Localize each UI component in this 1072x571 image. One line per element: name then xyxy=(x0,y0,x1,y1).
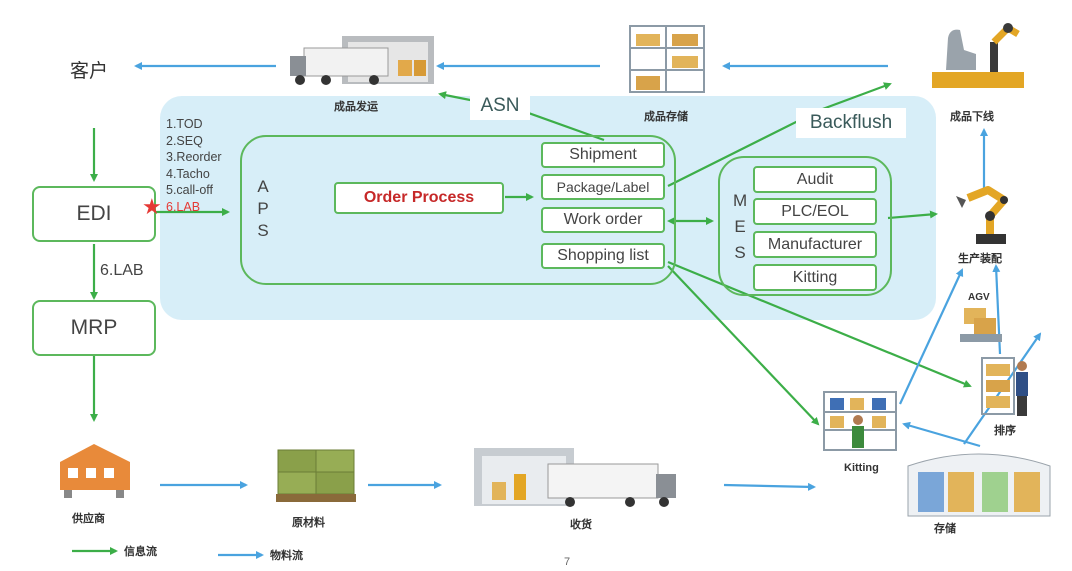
mes-letter: S xyxy=(734,243,746,262)
shopping-to-sequencing-arrow xyxy=(667,260,972,388)
agv-icon xyxy=(960,308,1002,342)
robot-seat-icon xyxy=(932,23,1024,88)
sequencing-label: 排序 xyxy=(994,425,1016,437)
mes-item-label: Kitting xyxy=(792,268,838,286)
truck-icon xyxy=(290,36,434,85)
mes-item-plc-eol: PLC/EOL xyxy=(753,198,877,225)
mes-item-label: PLC/EOL xyxy=(781,202,849,220)
edi-signal: 4.Tacho xyxy=(166,166,210,181)
order-process-label: Order Process xyxy=(363,189,475,206)
sequencing-cart-icon xyxy=(981,357,1028,416)
kitting-to-assembly-arrow xyxy=(899,268,964,405)
edi-signal: 2.SEQ xyxy=(166,133,203,148)
aps-item-shopping-list: Shopping list xyxy=(541,243,665,269)
asn-tag: ASN xyxy=(470,92,530,120)
mrp-label: MRP xyxy=(70,316,118,339)
pallet-icon xyxy=(276,449,356,502)
storage-to-kitting-arrow xyxy=(902,421,981,448)
edi-signal-list: 1.TOD 2.SEQ 3.Reorder 4.Tacho 5.call-off… xyxy=(166,116,222,215)
kitting-station-icon xyxy=(823,391,897,451)
aps-item-label: Work order xyxy=(563,211,643,228)
aps-letter: S xyxy=(257,221,269,240)
fg-shipping-label: 成品发运 xyxy=(334,101,378,113)
aps-box xyxy=(240,135,676,285)
mes-label: M E S xyxy=(733,188,747,266)
fg-storage-label: 成品存储 xyxy=(644,111,688,123)
mes-letter: M xyxy=(733,191,748,210)
aps-letter: A xyxy=(257,177,269,196)
aps-item-work-order: Work order xyxy=(541,207,665,233)
aps-letter: P xyxy=(257,199,269,218)
aps-item-label: Shipment xyxy=(569,146,637,163)
star-icon: ★ xyxy=(142,194,162,219)
kitting-label: Kitting xyxy=(844,462,879,474)
mes-item-kitting: Kitting xyxy=(753,264,877,291)
backflush-tag: Backflush xyxy=(796,108,906,138)
warehouse-label: 存储 xyxy=(934,523,956,535)
edi-signal: 1.TOD xyxy=(166,117,203,131)
edi-signal: 3.Reorder xyxy=(166,150,222,164)
storage-rack-icon xyxy=(629,25,705,93)
assembly-label: 生产装配 xyxy=(958,253,1002,265)
mes-item-audit: Audit xyxy=(753,166,877,193)
mes-item-label: Manufacturer xyxy=(767,235,863,253)
mes-item-manufacturer: Manufacturer xyxy=(753,231,877,258)
legend-material-label: 物料流 xyxy=(270,550,303,562)
edi-label: EDI xyxy=(76,202,112,225)
edi-mrp-signal: 6.LAB xyxy=(100,262,144,279)
offline-label: 成品下线 xyxy=(950,111,994,123)
factory-icon xyxy=(60,444,130,498)
edi-signal: 5.call-off xyxy=(166,183,214,197)
mes-box xyxy=(718,156,892,296)
mes-to-assembly-arrow xyxy=(887,210,938,220)
agv-label: AGV xyxy=(968,292,990,303)
edi-box: EDI xyxy=(32,186,156,242)
legend-info-label: 信息流 xyxy=(124,546,157,558)
aps-item-shipment: Shipment xyxy=(541,142,665,168)
aps-label: A P S xyxy=(256,176,270,242)
raw-material-label: 原材料 xyxy=(292,517,325,529)
mes-item-label: Audit xyxy=(796,170,834,188)
receiving-label: 收货 xyxy=(570,519,592,531)
shopping-to-kitting-arrow xyxy=(667,265,820,426)
mes-letter: E xyxy=(734,217,746,236)
page-number: 7 xyxy=(564,556,571,568)
receiving-to-kitting-arrow xyxy=(723,482,816,491)
aps-item-label: Shopping list xyxy=(557,247,649,264)
robot-arm-icon xyxy=(956,186,1008,244)
receiving-dock-icon xyxy=(474,448,676,507)
order-process-box: Order Process xyxy=(334,182,504,214)
edi-signal: 6.LAB xyxy=(166,199,201,214)
supplier-label: 供应商 xyxy=(72,513,105,525)
aps-item-label: Package/Label xyxy=(556,179,650,195)
warehouse-icon xyxy=(907,453,1051,517)
aps-item-package-label: Package/Label xyxy=(541,174,665,200)
customer-label: 客户 xyxy=(70,61,109,82)
mrp-box: MRP xyxy=(32,300,156,356)
